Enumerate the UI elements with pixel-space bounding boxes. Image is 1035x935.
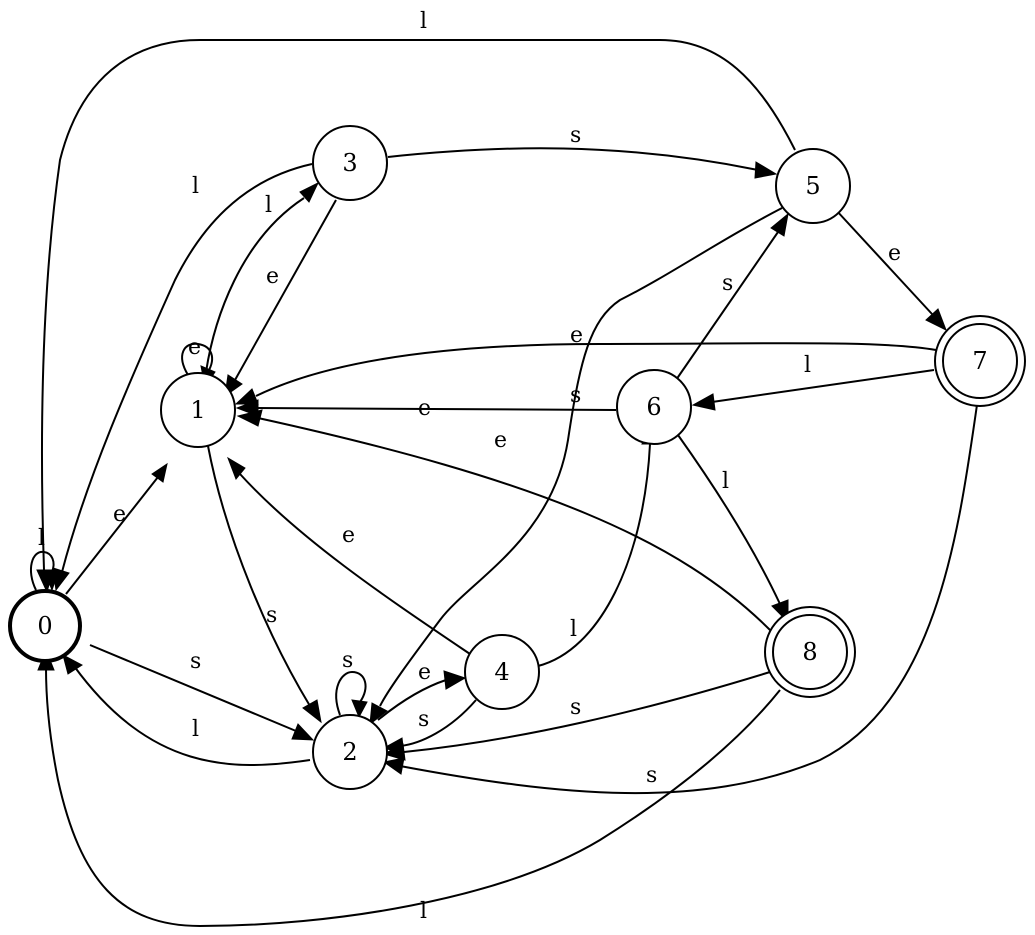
edge-label: s	[646, 763, 657, 788]
node-label: 3	[342, 149, 357, 177]
arrowhead	[691, 393, 716, 411]
edge-4-2: s	[382, 699, 477, 755]
edge-3-5: s	[387, 123, 778, 179]
node-label: 2	[342, 738, 357, 766]
arrowhead	[302, 699, 322, 724]
arrowhead	[291, 723, 315, 741]
edge-label: s	[722, 271, 733, 296]
edge-label: s	[570, 123, 581, 148]
node-1: 1	[160, 372, 236, 448]
edge-label: s	[418, 707, 429, 732]
arrowhead	[369, 702, 388, 726]
edge-1-3: l	[205, 181, 320, 373]
edge-5-2: s	[369, 207, 783, 726]
edge-label: e	[266, 264, 279, 289]
node-7: 7	[934, 315, 1026, 407]
edge-2-2: s	[335, 648, 368, 719]
arrowhead	[234, 388, 259, 405]
edge-label: l	[265, 193, 272, 218]
edge-label: s	[190, 649, 201, 674]
edge-3-0: l	[52, 163, 313, 592]
edge-2-0: l	[62, 654, 311, 766]
edge-label: l	[420, 9, 427, 34]
edge-label: e	[188, 335, 201, 360]
node-2: 2	[312, 714, 388, 790]
edge-label: e	[494, 428, 507, 453]
node-label: 6	[646, 393, 661, 421]
edge-5-0: l	[36, 9, 796, 594]
edge-6-1: e	[235, 396, 617, 421]
edge-6-5: s	[675, 212, 789, 381]
edge-label: l	[38, 526, 45, 551]
edge-label: s	[342, 648, 353, 673]
edge-6-8: l	[677, 434, 789, 624]
edge-5-7: e	[835, 209, 947, 332]
edge-7-6: l	[691, 353, 935, 411]
arrowhead	[754, 161, 778, 179]
edge-label: e	[342, 523, 355, 548]
edge-label: e	[418, 660, 431, 685]
edge-3-1: e	[224, 199, 337, 398]
edge-label: s	[570, 695, 581, 720]
arrowhead	[36, 569, 54, 594]
edge-label: e	[570, 323, 583, 348]
node-label: 4	[494, 658, 509, 686]
edge-7-1: e	[234, 323, 937, 405]
edge-4-1: e	[227, 456, 471, 655]
edge-7-2: s	[382, 397, 979, 795]
edge-label: e	[418, 396, 431, 421]
edge-0-2: s	[89, 644, 315, 741]
edge-8-1: e	[236, 409, 771, 631]
edge-label: l	[722, 469, 729, 494]
edge-label: l	[570, 617, 577, 642]
edge-label: l	[420, 899, 427, 924]
edge-label: s	[266, 603, 277, 628]
arrowhead	[52, 567, 70, 592]
edge-label: l	[192, 717, 199, 742]
node-label: 8	[802, 638, 817, 666]
arrowhead	[227, 456, 246, 480]
node-6: 6	[616, 369, 692, 445]
edge-1-2: s	[207, 445, 322, 724]
edge-0-1: e	[65, 462, 168, 595]
edge-label: e	[888, 241, 901, 266]
arrowhead	[382, 757, 405, 775]
edge-label: s	[570, 383, 581, 408]
node-3: 3	[312, 125, 388, 201]
arrowhead	[770, 212, 789, 237]
edge-8-0: l	[37, 648, 781, 928]
node-label: 7	[972, 347, 987, 375]
arrowhead	[236, 409, 263, 427]
edge-label: e	[113, 502, 126, 527]
arrowhead	[351, 699, 368, 719]
node-label: 5	[805, 172, 820, 200]
node-4: 4	[464, 634, 540, 710]
node-8: 8	[764, 606, 856, 698]
arrowhead	[925, 308, 947, 332]
edge-2-4: e	[377, 660, 467, 721]
node-0: 0	[8, 589, 82, 663]
arrowhead	[62, 654, 83, 675]
edge-label: l	[192, 174, 199, 199]
edge-8-2: s	[382, 671, 771, 761]
edge-4-6: l	[537, 420, 659, 667]
arrowhead	[382, 743, 406, 761]
node-label: 1	[190, 396, 205, 424]
arrowhead	[299, 181, 320, 203]
edge-label: l	[804, 353, 811, 378]
node-5: 5	[775, 148, 851, 224]
arrowhead	[151, 462, 168, 483]
node-label: 0	[37, 612, 52, 640]
arrowhead	[443, 670, 467, 690]
